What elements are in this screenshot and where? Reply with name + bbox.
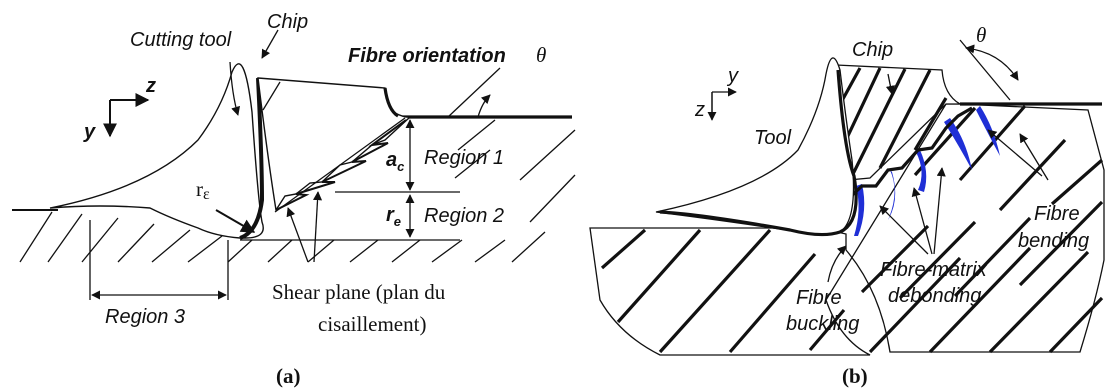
fm-debonding-label-2: debonding [888, 285, 981, 307]
theta-arc-a [478, 95, 490, 117]
fibre-buckling-label-2: buckling [786, 313, 859, 335]
axis-y-label-b: y [726, 65, 739, 87]
region2-label: Region 2 [424, 205, 504, 227]
caption-a: (a) [276, 364, 301, 388]
debond-leader-2 [934, 168, 942, 254]
fm-debonding-label-1: Fibre-matrix [880, 259, 988, 281]
shear-leader-1 [288, 208, 308, 262]
theta-arc-b [966, 48, 1018, 80]
shear-plane-label-line2: cisaillement) [318, 312, 426, 336]
debond-leader-1 [914, 188, 932, 254]
axis-y-label-a: y [83, 121, 96, 143]
region1-label: Region 1 [424, 147, 504, 169]
panel-b: Chip θ y z Tool Fibre bending Fibre-matr… [590, 23, 1104, 388]
cutting-tool [50, 64, 263, 238]
theta-label-a: θ [536, 43, 546, 67]
fibre-direction-b [960, 40, 1010, 100]
shear-plane-label-line1: Shear plane (plan du [272, 280, 446, 304]
ac-label: ac [386, 149, 405, 174]
fibre-bending-label-2: bending [1018, 230, 1089, 252]
caption-b: (b) [842, 364, 868, 388]
damage-mark-2 [888, 170, 895, 220]
chip-label-a: Chip [267, 11, 308, 33]
tool-label: Tool [754, 127, 792, 149]
panel-a: Cutting tool Chip Fibre orientation θ z … [12, 11, 575, 388]
buckling-leader [828, 246, 846, 282]
region3-label: Region 3 [105, 306, 185, 328]
fibre-orientation-label: Fibre orientation [348, 45, 506, 67]
shear-leader-2 [314, 192, 318, 262]
fibre-buckling-label-1: Fibre [796, 287, 842, 309]
cutting-tool-label: Cutting tool [130, 29, 232, 51]
re-label: re [386, 204, 401, 229]
chip-leader [262, 30, 278, 58]
bending-leader-1 [988, 130, 1042, 176]
chip-label-b: Chip [852, 39, 893, 61]
fibre-orientation-line [448, 68, 500, 117]
theta-label-b: θ [976, 23, 986, 47]
axis-z-label-b: z [694, 99, 705, 121]
fibre-bending-label-1: Fibre [1034, 203, 1080, 225]
axis-z-label-a: z [145, 75, 156, 97]
